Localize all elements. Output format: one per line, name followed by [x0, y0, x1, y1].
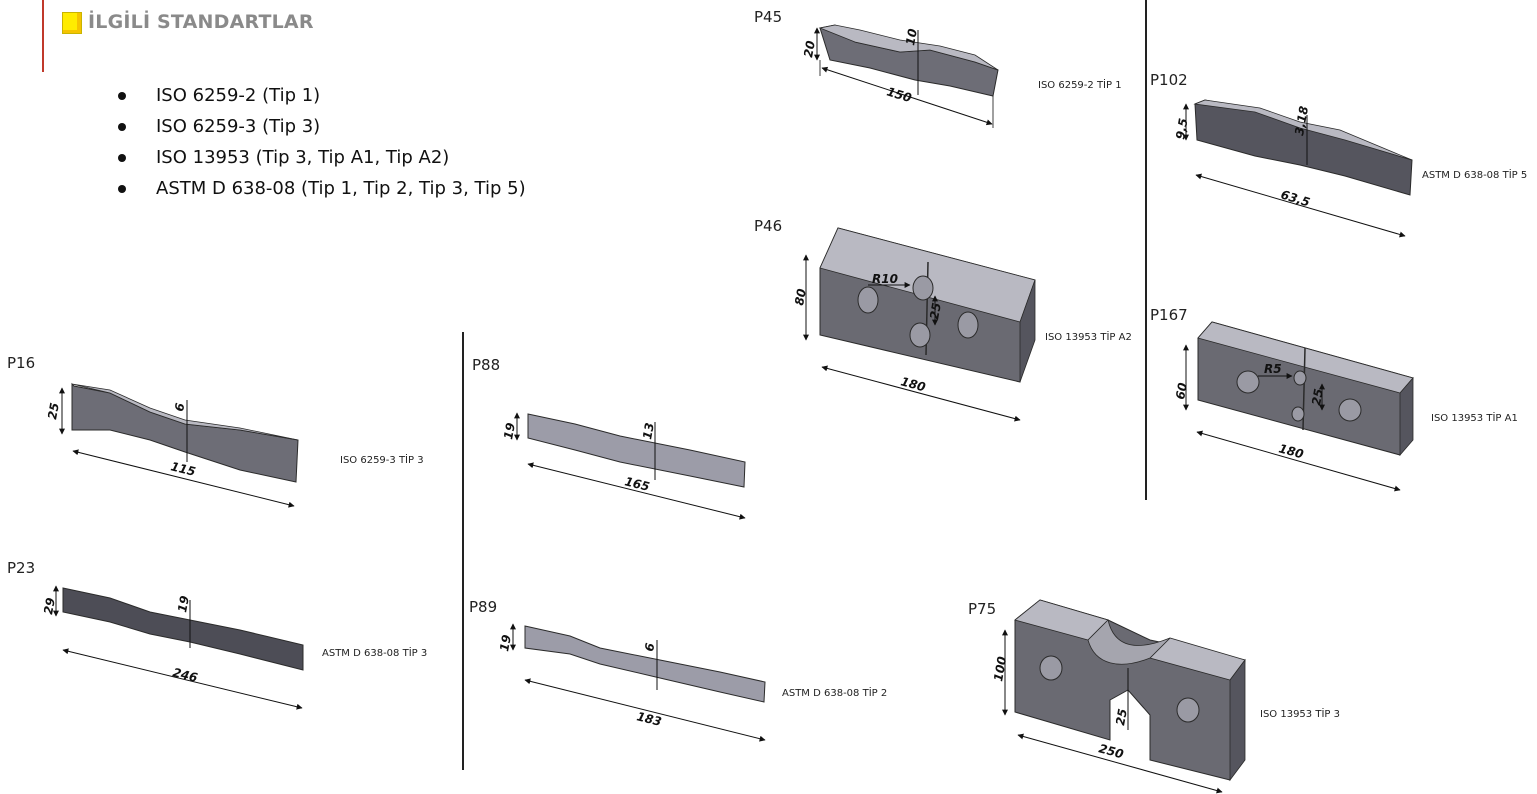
dim-p16-height: 25 — [45, 402, 62, 421]
bullet-icon — [118, 123, 126, 131]
dim-p16-length: 115 — [169, 459, 197, 479]
dim-p102-length: 63,5 — [1279, 187, 1311, 209]
dim-p16-width: 6 — [172, 402, 187, 413]
bullet-icon — [118, 92, 126, 100]
dim-p23-length: 246 — [171, 665, 199, 685]
dim-p89-height: 19 — [497, 634, 514, 653]
list-item: ISO 13953 (Tip 3, Tip A1, Tip A2) — [118, 142, 526, 173]
divider-right — [1145, 0, 1147, 500]
standard-caption-p16: ISO 6259-3 TİP 3 — [340, 455, 424, 466]
specimen-label-p88: P88 — [472, 356, 501, 374]
specimen-label-p75: P75 — [968, 600, 997, 618]
dim-p88-width: 13 — [640, 422, 657, 441]
divider-left — [462, 332, 464, 770]
specimen-label-p16: P16 — [7, 354, 36, 372]
specimen-label-p89: P89 — [469, 598, 498, 616]
specimen-p45-drawing — [814, 24, 999, 128]
standard-caption-p102: ASTM D 638-08 TİP 5 — [1422, 170, 1528, 181]
dim-p46-height: 80 — [792, 288, 809, 307]
square-bullet-icon — [62, 12, 82, 34]
dim-p46-length: 180 — [899, 374, 927, 394]
specimen-p167-drawing — [1183, 321, 1414, 492]
specimen-p88-drawing — [514, 412, 746, 520]
dim-p88-length: 165 — [623, 474, 651, 494]
dim-p45-width: 10 — [903, 28, 920, 47]
specimen-p102-drawing — [1183, 99, 1413, 238]
dim-p46-radius: R10 — [872, 272, 898, 286]
specimen-label-p46: P46 — [754, 217, 783, 235]
specimen-label-p167: P167 — [1150, 306, 1188, 324]
dim-p89-length: 183 — [635, 709, 663, 729]
list-item: ASTM D 638-08 (Tip 1, Tip 2, Tip 3, Tip … — [118, 173, 526, 204]
specimen-p89-drawing — [510, 623, 766, 742]
dim-p75-length: 250 — [1097, 741, 1125, 761]
dim-p89-width: 6 — [642, 642, 657, 653]
specimen-p16-drawing — [59, 382, 299, 508]
standard-caption-p23: ASTM D 638-08 TİP 3 — [322, 648, 428, 659]
dim-p75-height: 100 — [991, 655, 1009, 682]
dim-p23-height: 29 — [41, 597, 58, 616]
section-title: İLGİLİ STANDARTLAR — [88, 11, 314, 33]
dim-p23-width: 19 — [175, 595, 192, 614]
dim-p46-gap: 25 — [927, 302, 944, 321]
specimen-label-p45: P45 — [754, 8, 783, 26]
specimen-label-p23: P23 — [7, 559, 36, 577]
standard-caption-p75: ISO 13953 TİP 3 — [1260, 709, 1340, 720]
bullet-icon — [118, 154, 126, 162]
specimen-label-p102: P102 — [1150, 71, 1188, 89]
standard-caption-p89: ASTM D 638-08 TİP 2 — [782, 688, 888, 699]
list-item: ISO 6259-2 (Tip 1) — [118, 80, 526, 111]
specimen-p23-drawing — [53, 585, 304, 710]
bullet-icon — [118, 185, 126, 193]
standard-caption-p167: ISO 13953 TİP A1 — [1431, 413, 1518, 424]
dim-p102-width: 3,18 — [1292, 105, 1311, 137]
standards-list: ISO 6259-2 (Tip 1) ISO 6259-3 (Tip 3) IS… — [118, 80, 526, 204]
dim-p45-height: 20 — [801, 40, 818, 59]
header-accent-line — [42, 0, 44, 72]
standard-caption-p45: ISO 6259-2 TİP 1 — [1038, 80, 1122, 91]
specimen-p75-drawing — [1002, 599, 1246, 794]
dim-p102-height: 9,5 — [1173, 117, 1190, 140]
dim-p88-height: 19 — [501, 422, 518, 441]
dim-p45-length: 150 — [885, 84, 913, 105]
specimen-p46-drawing — [803, 227, 1036, 422]
dim-p75-gap: 25 — [1113, 708, 1130, 727]
standard-caption-p46: ISO 13953 TİP A2 — [1045, 332, 1132, 343]
dim-p167-gap: 25 — [1309, 388, 1326, 407]
list-item: ISO 6259-3 (Tip 3) — [118, 111, 526, 142]
dim-p167-length: 180 — [1277, 441, 1305, 461]
dim-p167-height: 60 — [1173, 382, 1190, 401]
dim-p167-radius: R5 — [1264, 362, 1282, 376]
